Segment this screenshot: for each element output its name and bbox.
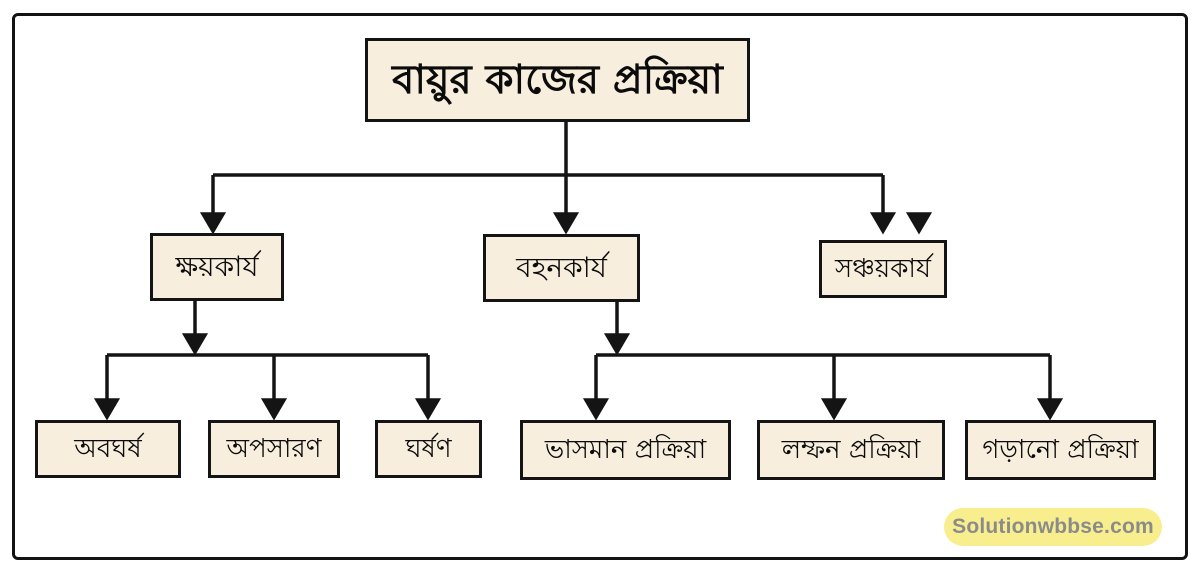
node-transport: বহনকার্য [483,234,640,302]
node-rolling: গড়ানো প্রক্রিয়া [965,420,1156,480]
node-erosion: ক্ষয়কার্য [150,233,284,301]
node-attrition: ঘর্ষণ [375,420,482,478]
node-deflation: অপসারণ [208,420,340,478]
node-suspension: ভাসমান প্রক্রিয়া [520,420,731,480]
node-abrasion: অবঘর্ষ [35,420,181,478]
node-saltation: লম্ফন প্রক্রিয়া [757,420,945,480]
outer-border [12,13,1188,560]
node-root-title: বায়ুর কাজের প্রক্রিয়া [365,38,750,122]
node-deposition: সঞ্চয়কার্য [819,240,947,298]
watermark-badge: Solutionwbbse.com [944,508,1162,546]
